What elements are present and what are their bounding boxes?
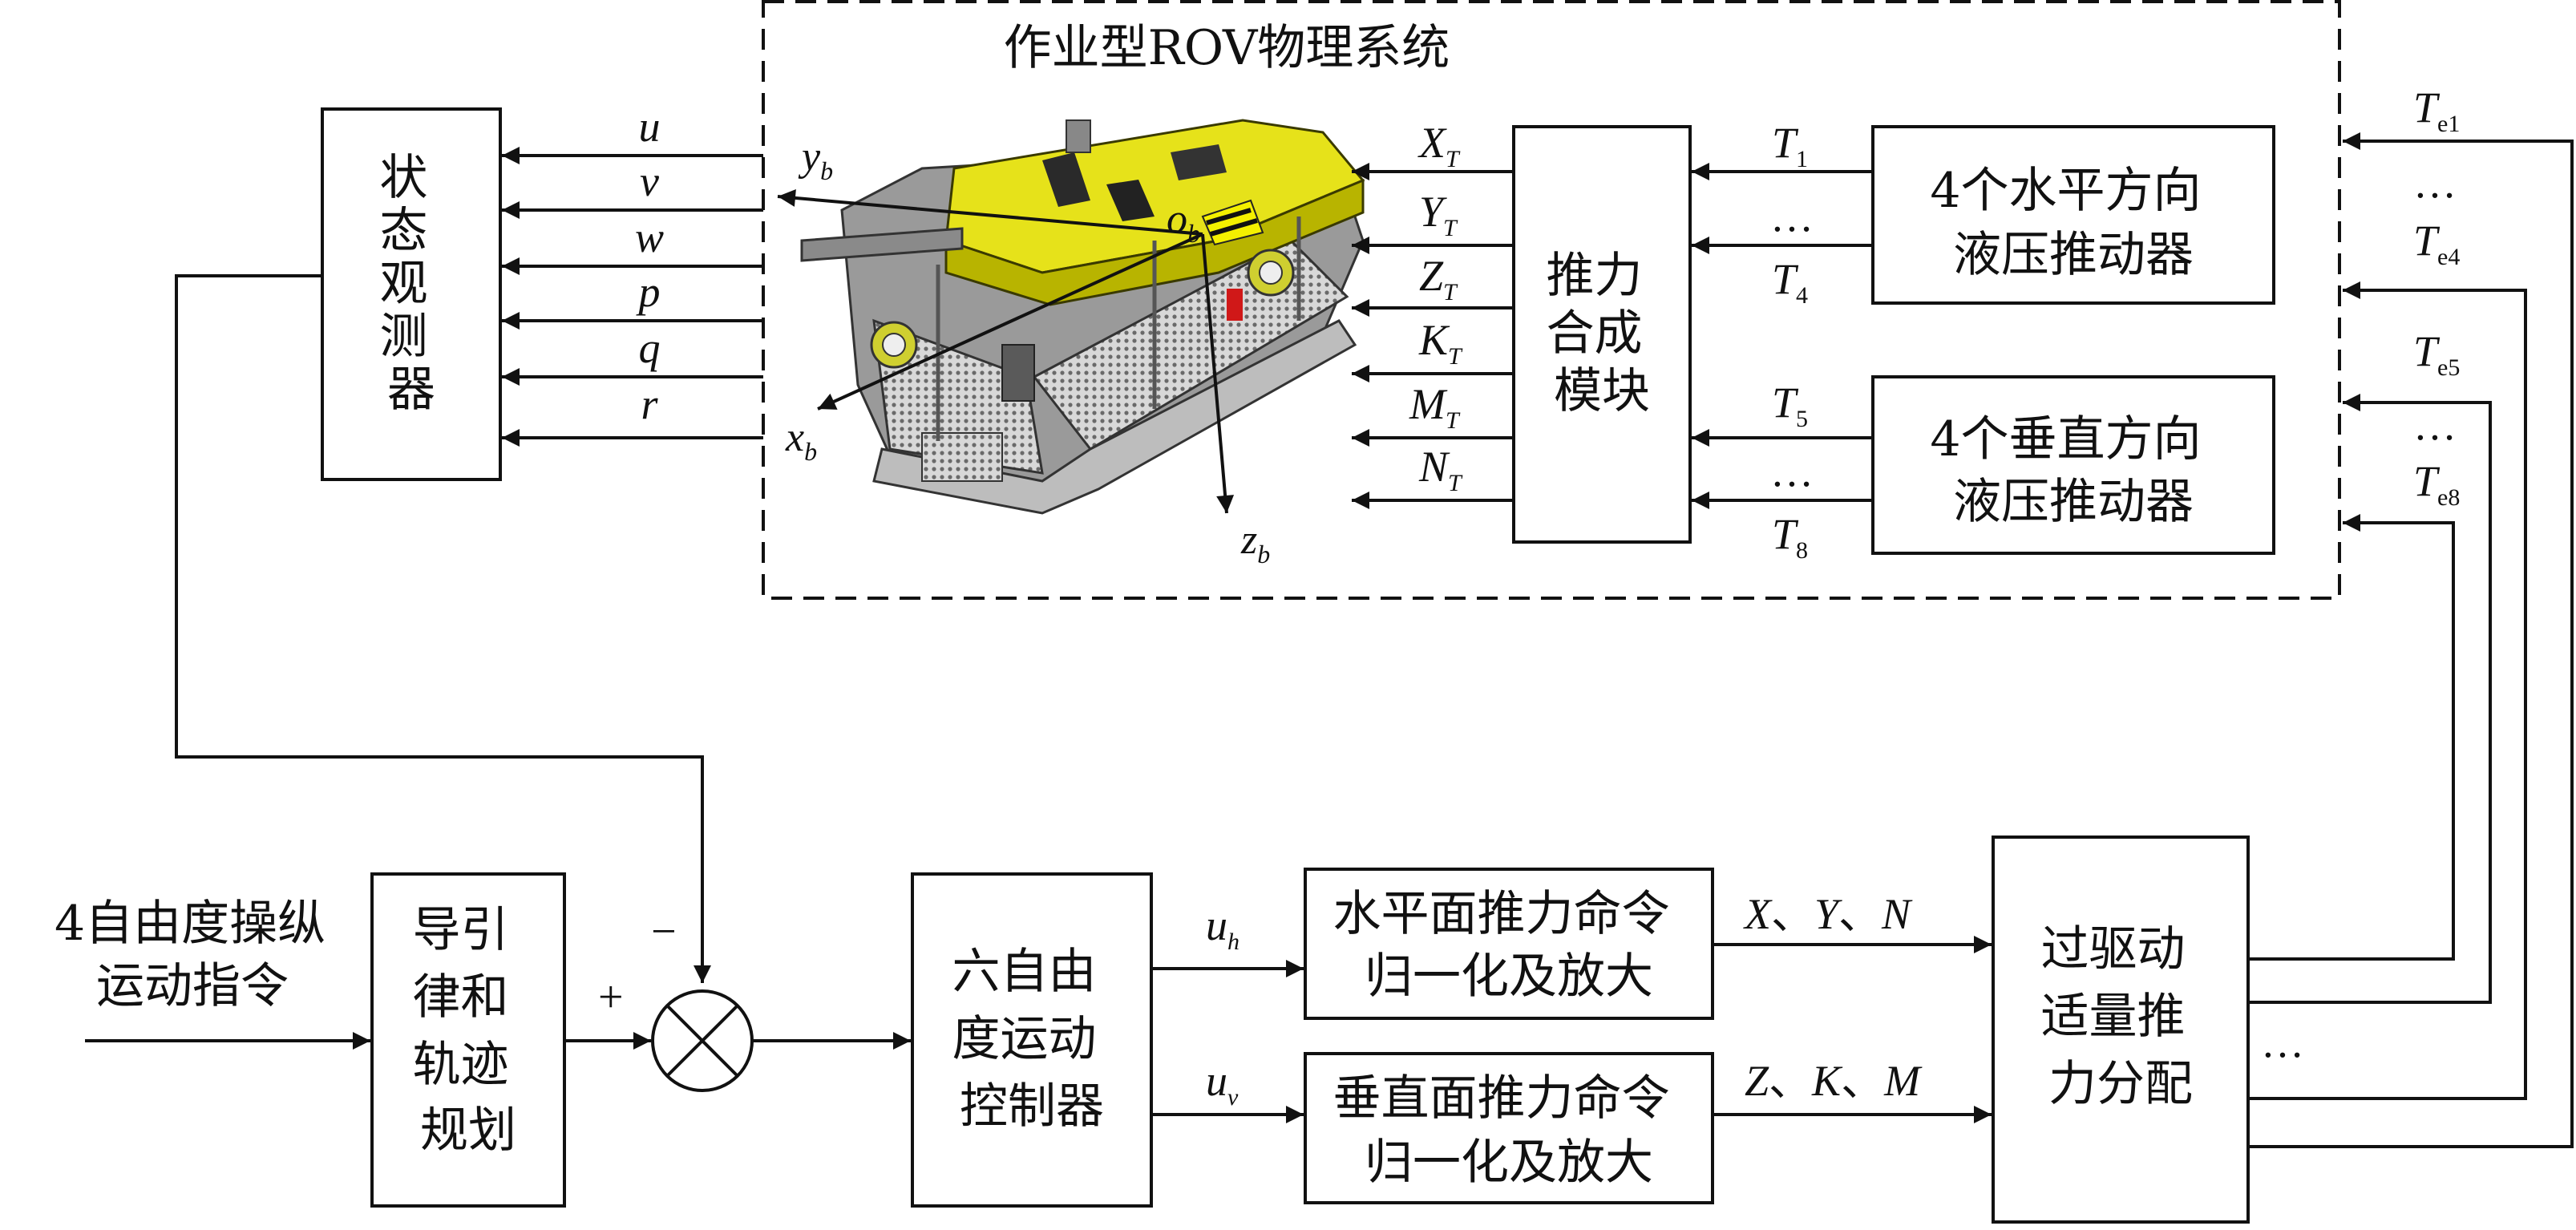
vertical-thrusters-block [1871,375,2275,555]
thruster-arrows [1692,163,1873,509]
horizontal-command-label: 水平面推力命令 归一化及放大 [1332,886,1684,1005]
force-arrows [1352,163,1514,509]
vertical-command-label: 垂直面推力命令 归一化及放大 [1332,1070,1684,1191]
te4-label: Te4 [2413,216,2460,270]
uv-label: uv [1206,1057,1239,1111]
vertical-command-block [1304,1052,1714,1204]
allocation-output-lines [2248,132,2574,1148]
system-title: 作业型ROV物理系统 [1004,20,1450,76]
t4-label: T4 [1772,255,1808,309]
state-observer-label: 状 态 观 测 器 [379,150,443,418]
force-label-nt: NT [1418,443,1463,496]
guidance-label: 导引 律和 轨迹 规划 [412,902,524,1159]
controller-label: 六自由 度运动 控制器 [952,944,1111,1135]
state-var-p: p [636,268,661,316]
force-label-kt: KT [1418,316,1463,370]
rov-system-boundary [762,0,2341,600]
te8-label: Te8 [2413,457,2460,511]
force-label-yt: YT [1419,188,1458,241]
sum-minus-sign: − [651,907,677,957]
allocation-block [1992,836,2250,1224]
summing-junction [651,989,754,1092]
horizontal-thrusters-label: 4个水平方向 液压推动器 [1930,163,2216,283]
guidance-block [370,872,566,1208]
t1-t4-ellipsis: … [1770,192,1814,241]
vertical-thrusters-label: 4个垂直方向 液压推动器 [1930,411,2216,530]
axis-label-zb: zb [1240,517,1270,568]
state-arrows [502,147,763,447]
force-label-mt: MT [1409,380,1461,434]
te1-label: Te1 [2413,83,2460,137]
t8-label: T8 [1772,510,1808,564]
thrust-synthesis-block [1512,125,1692,544]
state-var-r: r [641,380,658,428]
sum-plus-sign: + [598,973,624,1022]
input-command-label: 4自由度操纵 运动指令 [55,896,341,1014]
allocation-output-ellipsis: … [2261,1018,2304,1066]
rov-vehicle-image [800,119,1365,515]
axis-label-xb: xb [785,415,817,466]
uh-label: uh [1206,901,1239,955]
force-label-zt: ZT [1419,252,1458,305]
horizontal-thrusters-block [1871,125,2275,305]
xyn-label: X、Y、N [1743,890,1913,938]
te5-label: Te5 [2413,327,2460,381]
te5-te8-ellipsis: … [2413,401,2457,449]
controller-block [911,872,1153,1208]
state-var-w: w [635,213,664,261]
state-var-v: v [640,157,659,205]
force-label-xt: XT [1417,119,1461,172]
t5-t8-ellipsis: … [1770,447,1814,496]
state-observer-block [321,107,502,481]
axis-label-yb: yb [798,134,833,185]
t1-label: T1 [1772,119,1808,172]
allocation-label: 过驱动 适量推 力分配 [2040,921,2200,1112]
feedback-line [175,274,711,983]
state-var-u: u [639,103,661,151]
te1-te4-ellipsis: … [2413,159,2457,207]
thrust-synthesis-label: 推力 合成 模块 [1546,248,1657,419]
axis-label-ob: ob [1167,196,1200,248]
state-var-q: q [639,324,661,372]
t5-label: T5 [1772,378,1808,432]
zkm-label: Z、K、M [1745,1057,1923,1105]
body-frame-axes [777,188,1235,514]
